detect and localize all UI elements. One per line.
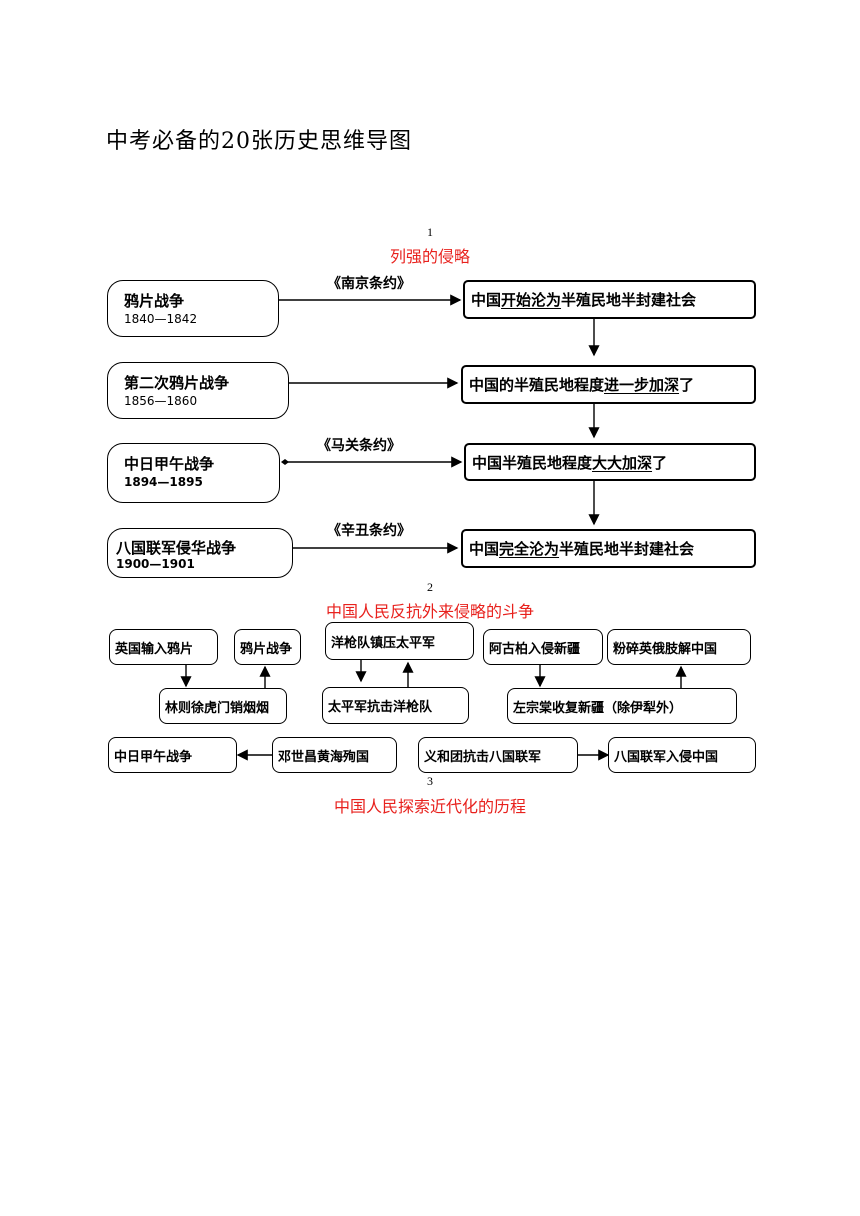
result-text: 中国 [471,291,502,309]
result-text: 中国的半殖民地程度 [469,376,605,394]
result-emphasis: 大大加深 [592,453,653,472]
result-box-4: 中国完全沦为半殖民地半封建社会 [461,529,756,568]
box-zuo-zongtang: 左宗棠收复新疆（除伊犁外） [507,688,737,724]
war-name: 中日甲午战争 [124,455,215,473]
document-title: 中考必备的20张历史思维导图 [106,129,412,154]
section-1-title: 列强的侵略 [389,247,470,266]
result-text: 半殖民地半封建社会 [559,540,695,558]
war-years: 1894—1895 [124,475,203,489]
treaty-boxer-protocol: 《辛丑条约》 [327,523,411,539]
result-text: 了 [652,453,668,472]
section-1-number: 1 [427,225,433,239]
war-years: 1900—1901 [116,557,195,571]
box-foreign-army: 洋枪队镇压太平军 [325,622,474,660]
result-box-2: 中国的半殖民地程度进一步加深了 [461,365,756,404]
treaty-shimonoseki: 《马关条约》 [317,438,401,454]
result-box-3: 中国半殖民地程度大大加深了 [464,443,756,481]
box-opium-war: 鸦片战争 [234,629,301,665]
result-emphasis: 完全沦为 [499,540,560,558]
war-years: 1856—1860 [124,394,198,408]
war-box-second-opium: 第二次鸦片战争 1856—1860 [107,362,289,419]
section-3-number: 3 [427,774,433,788]
box-boxer: 义和团抗击八国联军 [418,737,578,773]
war-box-eight-nation: 八国联军侵华战争 1900—1901 [107,528,293,578]
box-taiping: 太平军抗击洋枪队 [322,687,469,724]
box-opium-import: 英国输入鸦片 [109,629,218,665]
section-2-title: 中国人民反抗外来侵略的斗争 [325,602,534,621]
section-3-title: 中国人民探索近代化的历程 [333,797,526,816]
treaty-nanjing: 《南京条约》 [327,276,411,292]
result-emphasis: 开始沦为 [501,291,562,309]
box-lin-zexu: 林则徐虎门销烟烟 [159,688,287,724]
box-smash: 粉碎英俄肢解中国 [607,629,751,665]
box-sino-japan-war: 中日甲午战争 [108,737,237,773]
box-eight-nation-invade: 八国联军入侵中国 [608,737,756,773]
diamond-sino-japan [281,459,289,465]
box-agubo: 阿古柏入侵新疆 [483,629,603,665]
result-box-1: 中国开始沦为半殖民地半封建社会 [463,280,756,319]
result-text: 半殖民地半封建社会 [561,291,697,309]
war-years: 1840—1842 [124,312,198,326]
result-text: 了 [679,376,695,394]
war-name: 鸦片战争 [124,292,185,310]
section-2-number: 2 [427,580,433,594]
result-text: 中国半殖民地程度 [472,453,593,472]
box-deng-shichang: 邓世昌黄海殉国 [272,737,397,773]
result-text: 中国 [469,540,500,558]
war-box-sino-japan: 中日甲午战争 1894—1895 [107,443,280,503]
war-box-opium: 鸦片战争 1840—1842 [107,280,279,337]
result-emphasis: 进一步加深 [604,376,680,394]
war-name: 第二次鸦片战争 [124,374,230,392]
war-name: 八国联军侵华战争 [116,539,237,557]
